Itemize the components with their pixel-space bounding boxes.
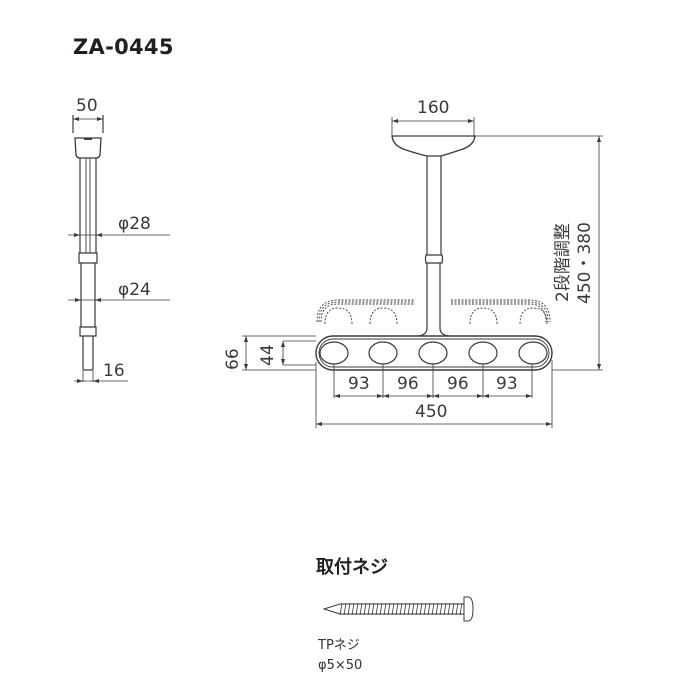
model-number-title: ZA-0445 — [73, 35, 174, 59]
dim-tip-width: 16 — [103, 361, 125, 381]
dim-pitch-3: 96 — [447, 374, 469, 394]
dim-upper-pipe-diameter: φ28 — [118, 214, 151, 234]
dim-total-width: 450 — [415, 402, 448, 422]
dim-pitch-1: 93 — [348, 374, 370, 394]
screw-size: φ5×50 — [318, 658, 363, 673]
dim-pitch-2: 96 — [397, 374, 419, 394]
dim-outer-height: 66 — [223, 348, 243, 370]
height-adjust-label: 2段階調整 — [553, 223, 573, 302]
height-values: 450・380 — [575, 222, 595, 304]
dim-pitch-4: 93 — [496, 374, 518, 394]
front-view-drawing — [242, 117, 603, 428]
screw-drawing — [322, 596, 474, 622]
dim-base-width: 160 — [417, 98, 450, 118]
dim-top-width: 50 — [76, 96, 98, 116]
dim-inner-height: 44 — [258, 344, 278, 366]
screw-type: TPネジ — [318, 638, 360, 653]
dim-lower-pipe-diameter: φ24 — [118, 280, 151, 300]
screw-heading: 取付ネジ — [316, 557, 388, 578]
dimension-arrows — [73, 117, 601, 426]
side-view-drawing — [68, 115, 170, 382]
